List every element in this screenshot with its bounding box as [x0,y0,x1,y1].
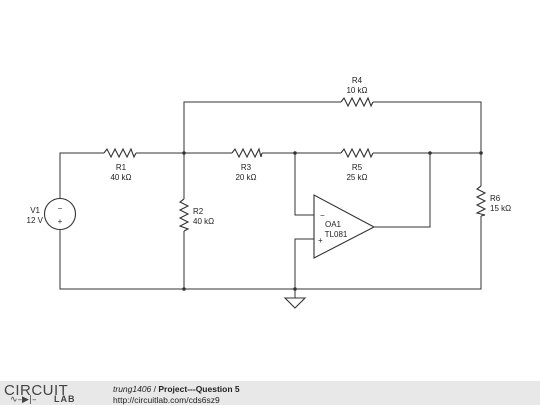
r3-value: 20 kΩ [235,173,256,182]
wires [59,101,482,298]
footer-bar: CIRCUIT ∿–▶|– LAB trung1406 / Project---… [0,381,540,405]
component-labels: R1 40 kΩ R3 20 kΩ R4 10 kΩ R5 25 kΩ V1 1… [27,76,368,239]
r3-name: R3 [241,163,252,172]
breadcrumb-separator: / [151,384,159,394]
resistor-r1[interactable] [103,147,137,159]
opamp-inverting-sign: − [320,211,325,220]
diode-icon: ∿–▶|– [10,395,37,405]
v1-value: 12 V [27,216,44,225]
junction-dot [428,151,432,155]
ground-symbol [283,297,307,309]
opamp-oa1[interactable]: − + [313,194,376,259]
project-title[interactable]: Project---Question 5 [158,384,240,394]
oa1-name: OA1 [325,220,342,229]
wire-inverting-input [294,153,314,216]
junction-dot [479,151,483,155]
r1-name: R1 [116,163,127,172]
r6-name: R6 [490,194,501,203]
source-minus-sign: − [58,204,63,213]
author-link[interactable]: trung1406 [113,384,152,394]
project-info: trung1406 / Project---Question 5 http://… [113,384,240,405]
brand-lab-text: LAB [54,394,76,404]
resistor-r3[interactable] [231,147,263,159]
resistors [103,96,487,232]
r4-name: R4 [352,76,363,85]
resistor-r5[interactable] [340,147,374,159]
r2-value: 40 kΩ [193,217,214,226]
resistor-r6[interactable] [475,185,487,217]
circuit-schematic: − + − + R1 40 kΩ R3 20 kΩ R4 10 kΩ R5 25… [27,76,511,309]
oa1-model: TL081 [325,230,348,239]
r6-value: 15 kΩ [490,204,511,213]
r5-value: 25 kΩ [346,173,367,182]
project-url[interactable]: http://circuitlab.com/cds6sz9 [113,394,220,405]
junction-dot [182,287,186,291]
circuitlab-logo[interactable]: CIRCUIT ∿–▶|– LAB [2,382,94,405]
junction-dot [182,151,186,155]
wire-noninverting-input [294,238,314,298]
voltage-source-v1[interactable]: − + [43,197,77,231]
wire-r4-right [373,101,482,186]
wire-r4-left [183,101,341,153]
wire-v1-bottom [59,216,482,290]
opamp-noninverting-sign: + [318,236,323,245]
r4-value: 10 kΩ [346,86,367,95]
r2-name: R2 [193,207,204,216]
wire-v1-top [59,152,104,198]
component-labels-left: R2 40 kΩ R6 15 kΩ [193,194,511,226]
junction-dot [293,287,297,291]
junction-dot [293,151,297,155]
r1-value: 40 kΩ [110,173,131,182]
resistor-r2[interactable] [178,198,190,232]
resistor-r4[interactable] [340,96,374,108]
v1-name: V1 [30,206,40,215]
junctions [182,151,483,291]
r5-name: R5 [352,163,363,172]
source-plus-sign: + [58,217,63,226]
wire-output [374,153,431,228]
brand-circuit-text: CIRCUIT [4,382,69,399]
